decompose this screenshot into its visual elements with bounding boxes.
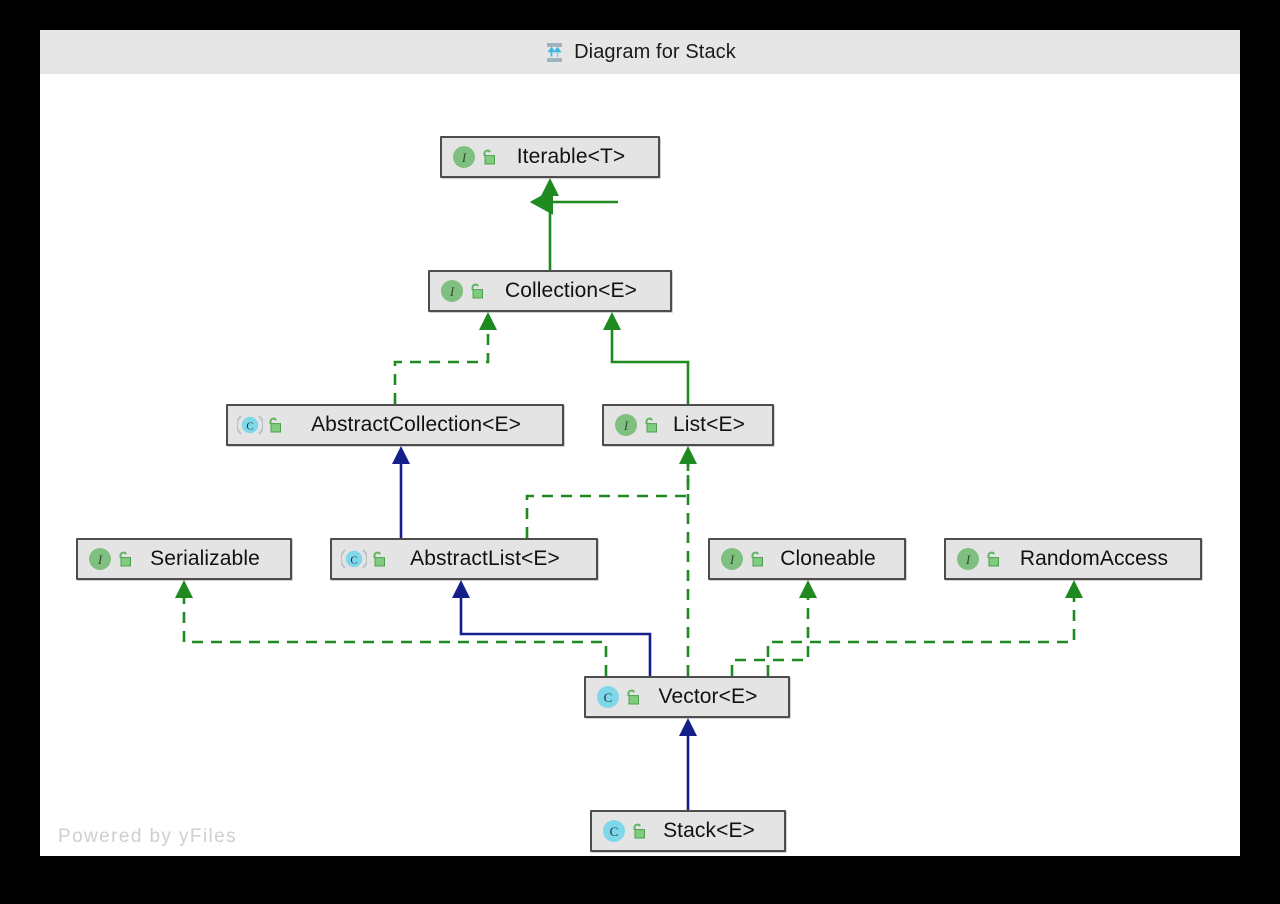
interface-badge-icon: I xyxy=(721,548,743,570)
class-node-vector[interactable]: C Vector<E> xyxy=(584,676,790,718)
edge-abstractlist-to-list xyxy=(525,446,697,538)
public-unlocked-icon xyxy=(471,283,483,299)
class-node-serializable[interactable]: I Serializable xyxy=(76,538,292,580)
class-node-cloneable[interactable]: I Cloneable xyxy=(708,538,906,580)
class-node-label: Stack<E> xyxy=(663,819,755,842)
edge-list-to-collection xyxy=(603,312,690,404)
class-node-abstractcollection[interactable]: C AbstractCollection<E> xyxy=(226,404,564,446)
edge-stack-to-vector xyxy=(679,718,697,810)
class-node-label: List<E> xyxy=(673,413,745,436)
class-badge-icon: C xyxy=(603,820,625,842)
class-badge-icon: C xyxy=(597,686,619,708)
window-titlebar: Diagram for Stack xyxy=(40,30,1240,74)
svg-text:C: C xyxy=(604,690,613,705)
public-unlocked-icon xyxy=(987,551,999,567)
class-node-label: AbstractList<E> xyxy=(410,547,560,570)
class-node-label: Iterable<T> xyxy=(516,145,626,168)
class-node-label: Vector<E> xyxy=(658,685,758,708)
edge-collection-to-iterable xyxy=(529,178,618,270)
abstract-class-badge-icon: C xyxy=(341,549,367,569)
edge-vector-to-serializable xyxy=(175,580,608,676)
diagram-window: Diagram for Stack xyxy=(40,30,1240,856)
class-node-label: Cloneable xyxy=(780,547,876,570)
svg-text:I: I xyxy=(623,418,629,433)
diagram-hierarchy-icon xyxy=(547,42,563,62)
window-title: Diagram for Stack xyxy=(574,40,736,63)
svg-text:I: I xyxy=(729,552,735,567)
class-node-label: AbstractCollection<E> xyxy=(311,413,521,436)
svg-text:I: I xyxy=(449,284,455,299)
public-unlocked-icon xyxy=(645,417,657,433)
abstract-class-badge-icon: C xyxy=(237,415,263,435)
public-unlocked-icon xyxy=(633,823,645,839)
interface-badge-icon: I xyxy=(89,548,111,570)
class-node-abstractlist[interactable]: C AbstractList<E> xyxy=(330,538,598,580)
diagram-canvas[interactable]: I Iterable<T> I Collection<E> xyxy=(40,74,1240,856)
public-unlocked-icon xyxy=(119,551,131,567)
svg-text:I: I xyxy=(965,552,971,567)
edge-vector-to-randomaccess xyxy=(766,580,1083,676)
class-node-label: Collection<E> xyxy=(504,279,638,302)
public-unlocked-icon xyxy=(269,417,281,433)
class-node-iterable[interactable]: I Iterable<T> xyxy=(440,136,660,178)
edge-abstractlist-to-abstractcollection xyxy=(392,446,410,538)
svg-text:I: I xyxy=(461,150,467,165)
class-node-stack[interactable]: C Stack<E> xyxy=(590,810,786,852)
svg-text:C: C xyxy=(246,421,253,433)
interface-badge-icon: I xyxy=(615,414,637,436)
edge-vector-to-cloneable xyxy=(730,580,817,676)
class-node-label: Serializable xyxy=(150,547,260,570)
interface-badge-icon: I xyxy=(441,280,463,302)
public-unlocked-icon xyxy=(483,149,495,165)
svg-text:I: I xyxy=(97,552,103,567)
edge-layer xyxy=(175,178,1083,810)
yfiles-watermark: Powered by yFiles xyxy=(58,826,238,847)
class-node-list[interactable]: I List<E> xyxy=(602,404,774,446)
public-unlocked-icon xyxy=(373,551,385,567)
class-node-collection[interactable]: I Collection<E> xyxy=(428,270,672,312)
edge-vector-to-abstractlist xyxy=(452,580,652,676)
svg-text:C: C xyxy=(350,555,357,567)
interface-badge-icon: I xyxy=(957,548,979,570)
public-unlocked-icon xyxy=(751,551,763,567)
public-unlocked-icon xyxy=(627,689,639,705)
class-node-label: RandomAccess xyxy=(1019,547,1169,570)
svg-text:C: C xyxy=(610,824,619,839)
edge-abstractcollection-to-collection xyxy=(393,312,497,404)
interface-badge-icon: I xyxy=(453,146,475,168)
class-node-randomaccess[interactable]: I RandomAccess xyxy=(944,538,1202,580)
